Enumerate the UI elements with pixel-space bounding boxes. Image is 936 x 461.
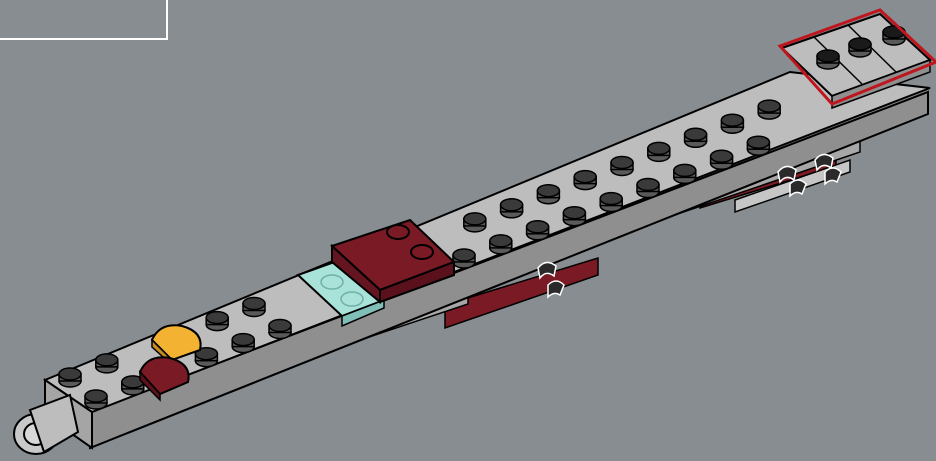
plate-side-face	[90, 92, 928, 448]
stud	[464, 213, 486, 232]
stud	[85, 390, 107, 409]
stud	[711, 150, 733, 169]
stud	[96, 354, 118, 373]
stud	[232, 334, 254, 353]
stud	[648, 142, 670, 161]
stud	[537, 185, 559, 204]
stud	[637, 179, 659, 198]
stud	[674, 164, 696, 183]
stud	[243, 298, 265, 317]
stud	[490, 235, 512, 254]
stud	[574, 171, 596, 190]
stud	[721, 114, 743, 133]
stud	[758, 100, 780, 119]
black-stud	[817, 50, 839, 69]
black-stud	[849, 38, 871, 57]
stud	[453, 249, 475, 268]
stud	[206, 312, 228, 331]
stud	[563, 207, 585, 226]
bar-holder	[14, 395, 78, 454]
stud	[611, 157, 633, 176]
stud	[600, 193, 622, 212]
stud	[527, 221, 549, 240]
stud	[747, 136, 769, 155]
stud	[269, 320, 291, 339]
stud	[59, 368, 81, 387]
stud	[685, 128, 707, 147]
stud	[501, 199, 523, 218]
